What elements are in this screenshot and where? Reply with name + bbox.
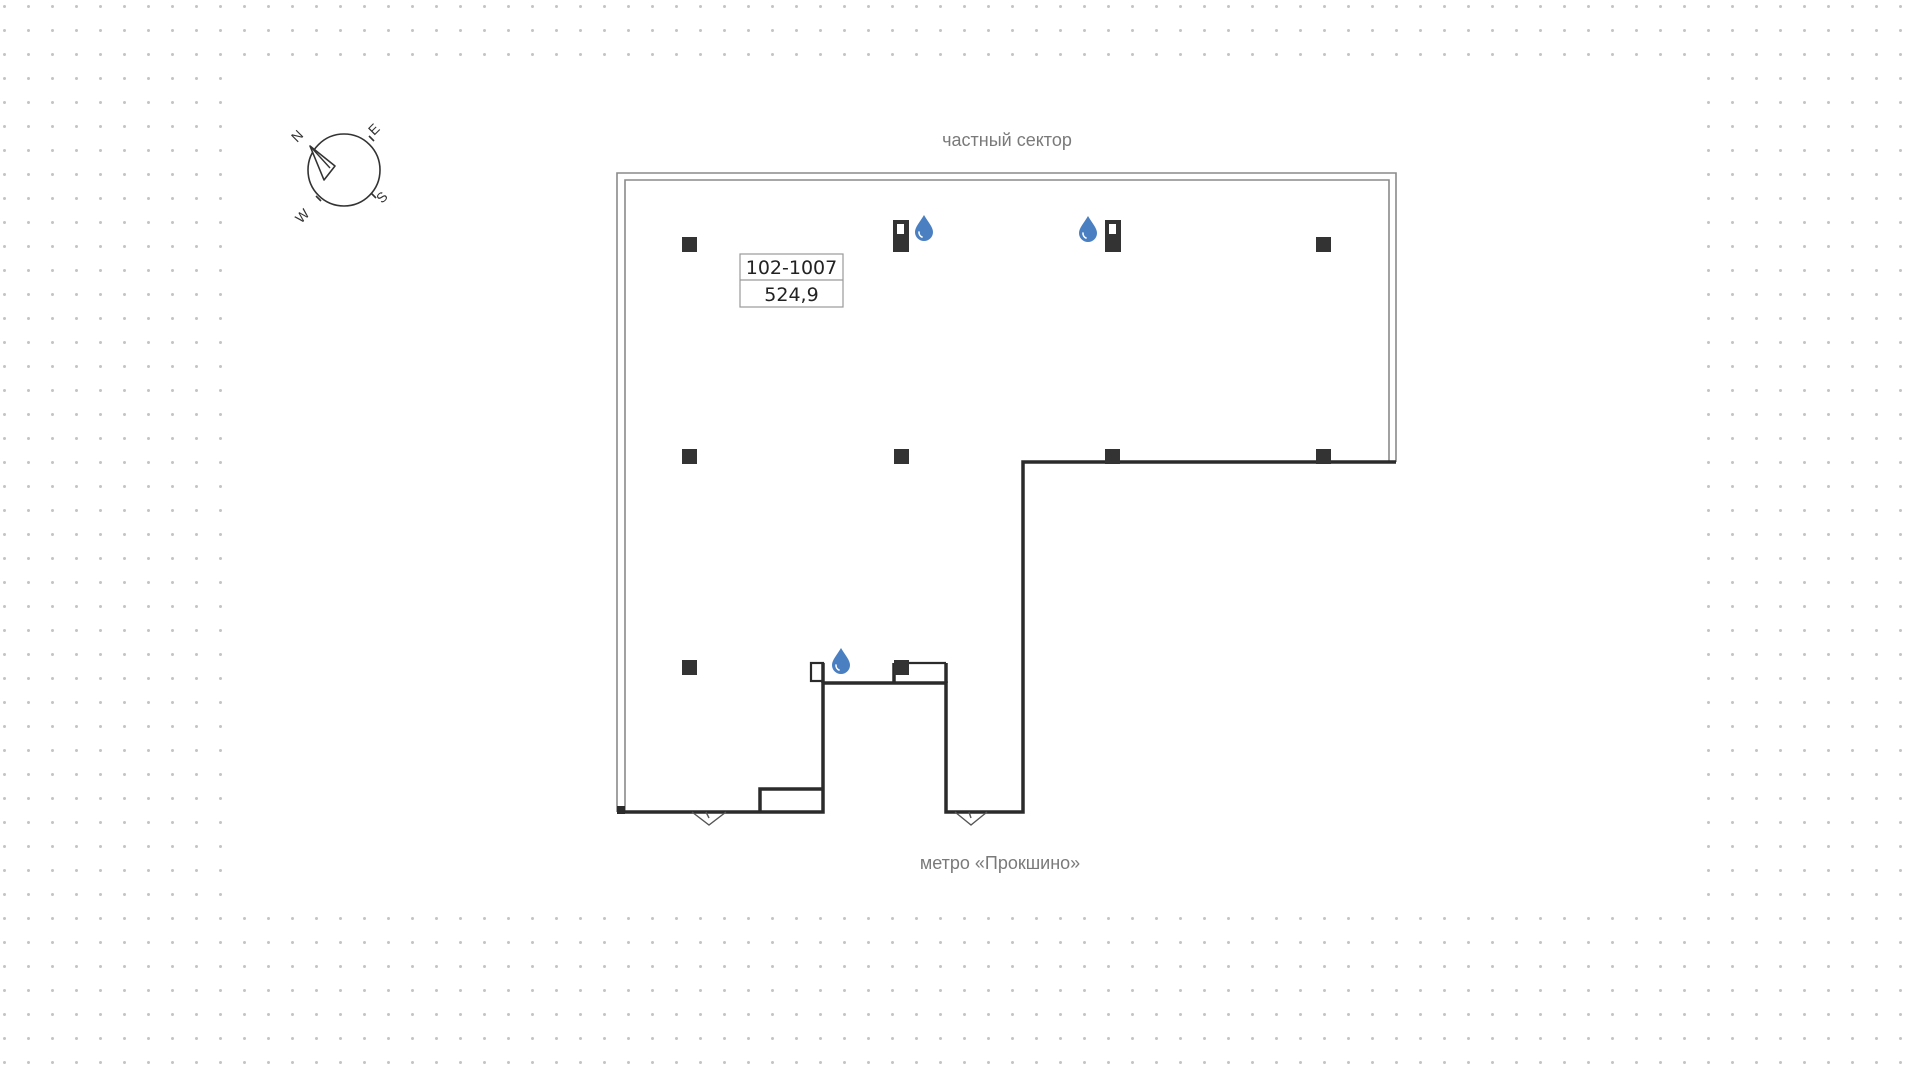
- wall-corner-block: [617, 806, 625, 814]
- riser-icon: [893, 220, 909, 252]
- plan-area-mask: [232, 65, 1688, 900]
- entrance-door-left: [691, 811, 727, 826]
- column-icon: [682, 237, 697, 252]
- unit-label: 102-1007 524,9: [739, 253, 844, 308]
- glazed-facade: [616, 172, 1397, 812]
- column-icon: [894, 660, 909, 675]
- unit-area: 524,9: [764, 284, 818, 306]
- riser-icon: [1105, 220, 1121, 252]
- column-icon: [1316, 449, 1331, 464]
- entrance-door-right: [954, 811, 988, 826]
- unit-number: 102-1007: [746, 257, 837, 279]
- column-icon: [894, 449, 909, 464]
- bottom-street-label: метро «Прокшино»: [920, 853, 1080, 873]
- column-icon: [1316, 237, 1331, 252]
- column-icon: [682, 449, 697, 464]
- columns: [682, 237, 1331, 675]
- top-street-label: частный сектор: [942, 130, 1072, 150]
- column-icon: [1105, 449, 1120, 464]
- column-icon: [682, 660, 697, 675]
